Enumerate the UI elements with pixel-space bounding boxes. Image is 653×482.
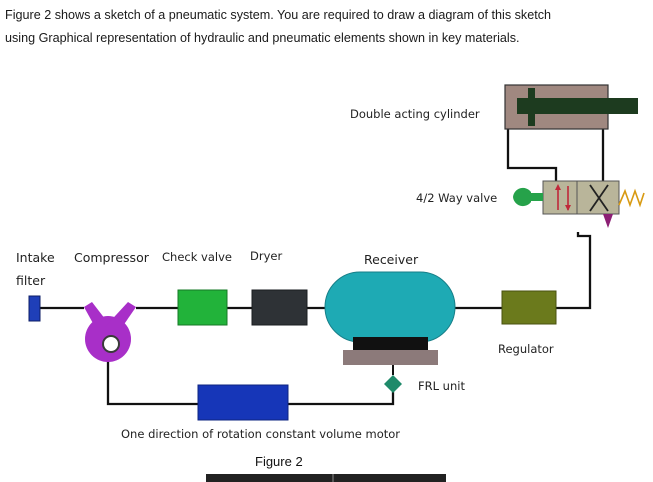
bottom-edge-divider [332,474,334,482]
bottom-edge-bar [206,474,446,482]
receiver-mount [353,337,428,352]
line-compressor-motor [106,360,198,406]
valve-actuator-button-icon [513,187,531,207]
label-receiver: Receiver [364,252,419,267]
frl-unit-icon [384,375,402,393]
double-acting-cylinder [504,84,638,130]
connection-lines [40,128,605,406]
label-intake-filter-line1: Intake [16,250,55,265]
dryer [251,289,308,326]
four-two-way-valve [513,180,645,228]
valve-arrow-up-head [555,184,561,190]
intake-filter [28,295,41,322]
valve-actuator-stem [529,193,543,201]
valve-pilot-marker [603,214,613,228]
valve-cross-line-2 [589,184,609,212]
receiver [324,271,456,365]
intro-line-2: using Graphical representation of hydrau… [5,31,520,45]
compressor-outlet-horn [104,302,136,336]
figure-caption: Figure 2 [255,454,303,469]
label-double-acting-cylinder: Double acting cylinder [350,107,480,121]
line-regulator-valve [556,232,592,310]
label-motor: One direction of rotation constant volum… [121,427,400,441]
receiver-tank [324,271,456,343]
line-valve-cylinder-a [506,128,558,182]
intro-line-1: Figure 2 shows a sketch of a pneumatic s… [5,8,552,22]
valve-body [542,180,578,215]
compressor [84,302,136,362]
valve-spring-icon [618,188,645,208]
regulator [501,290,557,325]
intro-text: Figure 2 shows a sketch of a pneumatic s… [5,4,650,50]
label-way-valve: 4/2 Way valve [416,191,497,205]
label-check-valve: Check valve [162,250,232,264]
label-dryer: Dryer [250,249,282,263]
compressor-port-icon [102,335,120,353]
valve-arrow-down-head [565,205,571,211]
label-frl-unit: FRL unit [418,379,465,393]
cylinder-rod [517,98,638,114]
check-valve [177,289,228,326]
label-regulator: Regulator [498,342,554,356]
line-motor-frl [288,392,395,406]
label-intake-filter-line2: filter [16,273,46,288]
receiver-base [343,350,438,365]
constant-volume-motor [197,384,289,421]
label-compressor: Compressor [74,250,150,265]
